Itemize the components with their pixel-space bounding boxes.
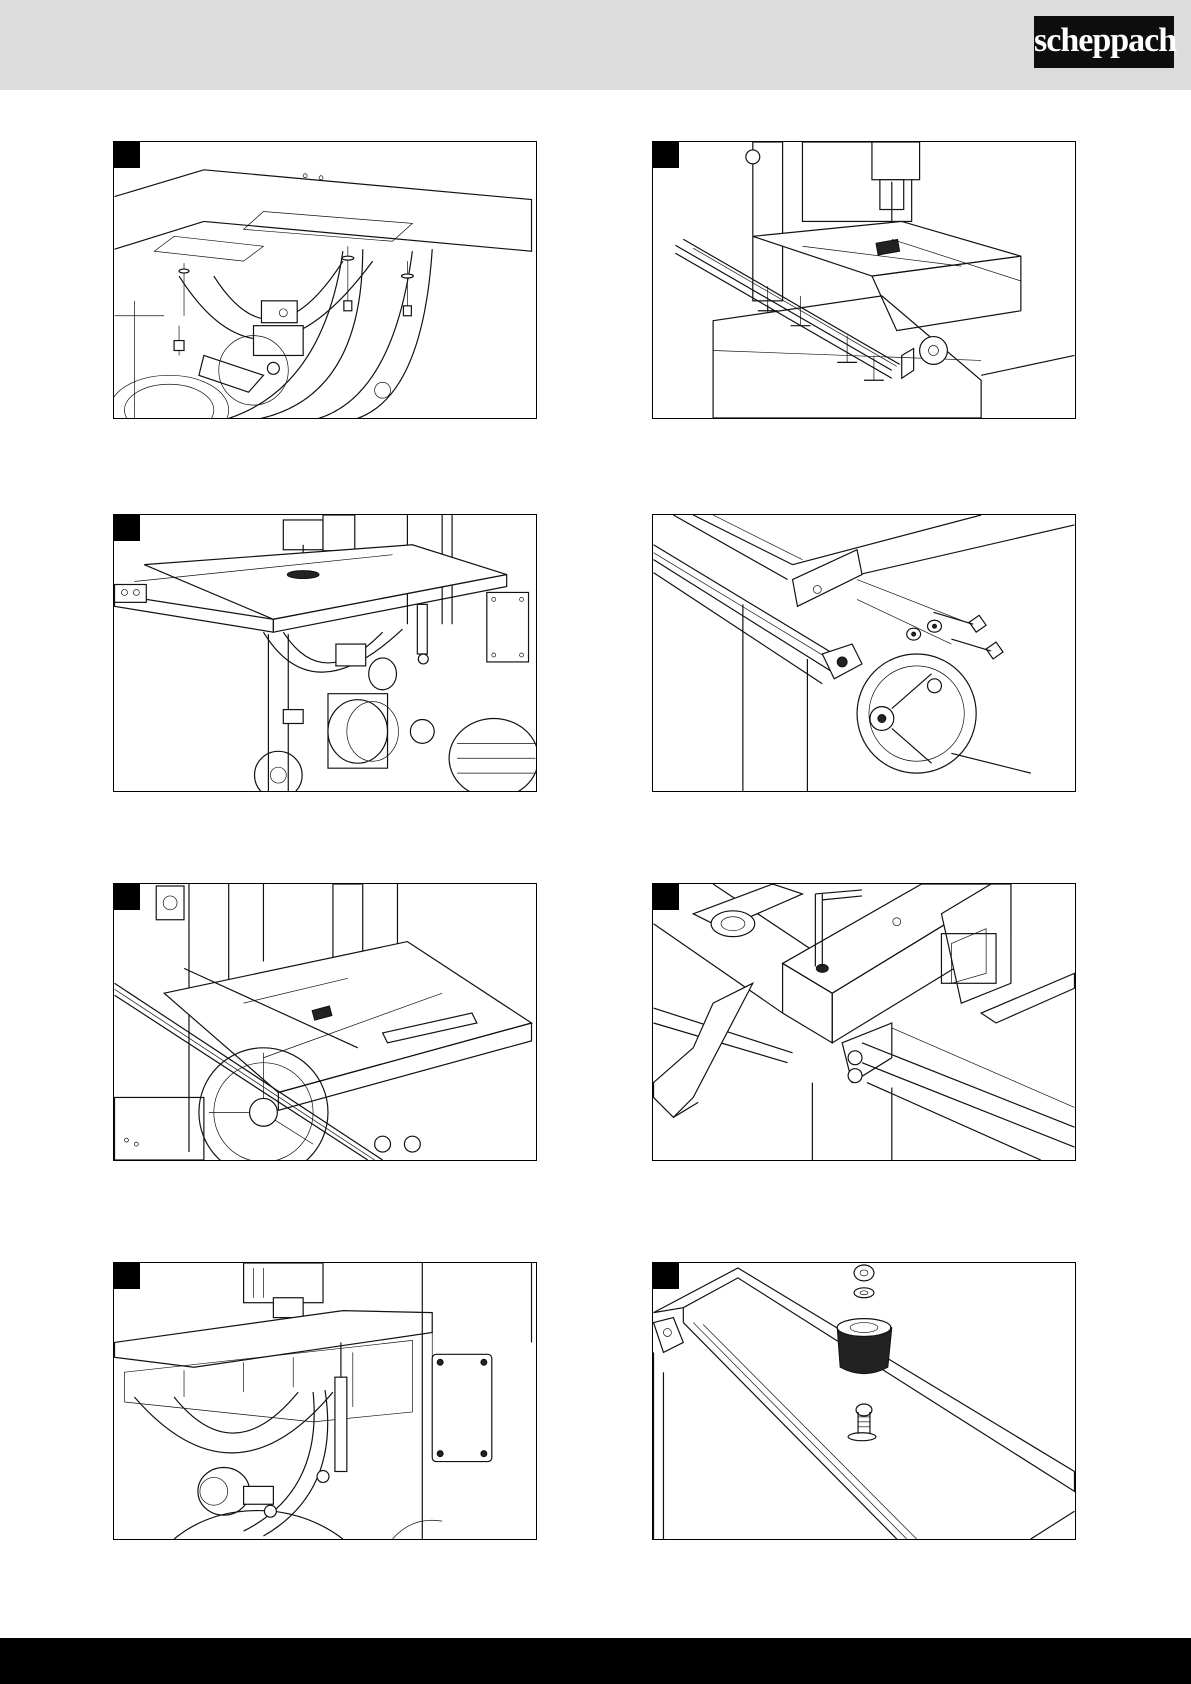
fence-on-table-illustration — [114, 884, 536, 1160]
fence-rail-mounting-illustration — [653, 142, 1075, 418]
table-trunnion-underside-illustration — [114, 142, 536, 418]
knob-nut-washer-exploded-illustration — [653, 1263, 1075, 1539]
table-tilt-scale-illustration — [114, 1263, 536, 1539]
fence-allen-key-illustration — [653, 884, 1075, 1160]
figure-4 — [652, 514, 1076, 792]
figure-number — [653, 884, 679, 910]
figure-3 — [113, 514, 537, 792]
figure-number — [114, 884, 140, 910]
figure-number — [114, 142, 140, 168]
figure-2 — [652, 141, 1076, 419]
page-footer — [0, 1638, 1191, 1684]
figure-number — [653, 1263, 679, 1289]
figure-7 — [113, 1262, 537, 1540]
rail-bolt-exploded-illustration — [653, 515, 1075, 791]
figure-number — [653, 142, 679, 168]
figure-6 — [652, 883, 1076, 1161]
figure-1 — [113, 141, 537, 419]
table-dust-port-illustration — [114, 515, 536, 791]
brand-logo: scheppach — [1034, 16, 1174, 68]
figure-8 — [652, 1262, 1076, 1540]
figure-5 — [113, 883, 537, 1161]
figure-number — [114, 1263, 140, 1289]
page-header: scheppach — [0, 0, 1191, 90]
figure-number — [114, 515, 140, 541]
